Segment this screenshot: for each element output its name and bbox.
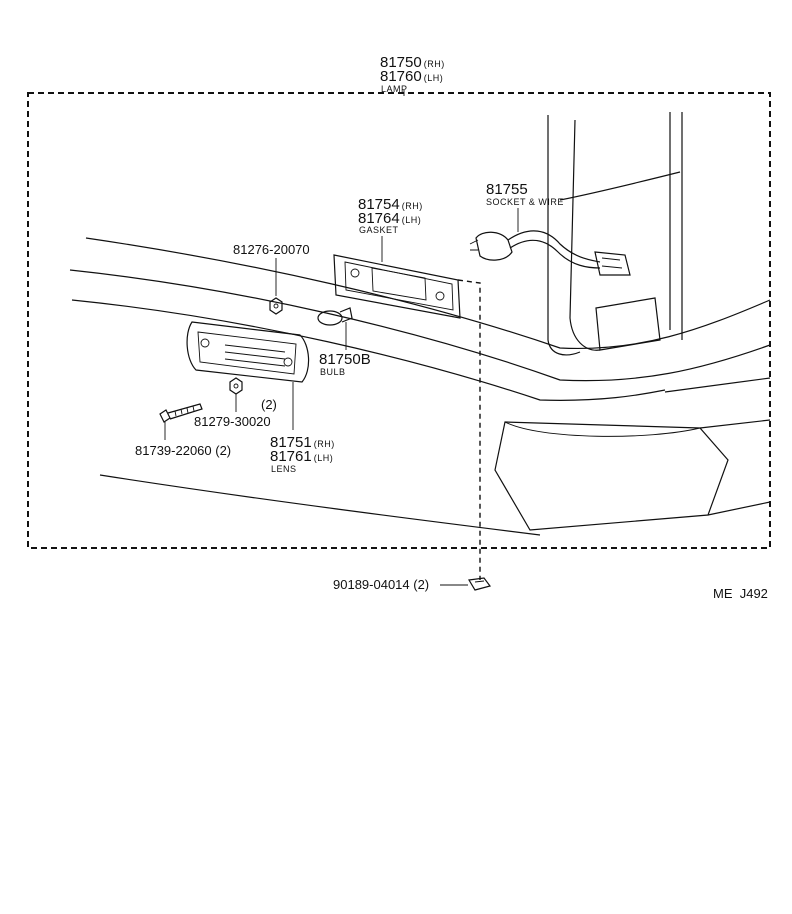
gasket-tag-lh: (LH) (402, 215, 422, 225)
lens-part (186, 321, 310, 430)
lens-part-lh: 81761 (270, 448, 312, 465)
nut-top-part (269, 258, 283, 315)
gasket-name: GASKET (359, 225, 399, 235)
lamp-tag-rh: (RH) (424, 59, 445, 69)
lens-name: LENS (271, 464, 297, 474)
bulb-part (317, 307, 353, 350)
lamp-name: LAMP (381, 84, 408, 94)
label-nut-lower: (2) 81279-30020 (194, 397, 277, 429)
svg-text:81751(RH): 81751(RH) (270, 434, 335, 451)
label-gasket: 81754(RH) 81764(LH) GASKET (358, 196, 423, 235)
gasket-part (333, 236, 461, 319)
lamp-assembly-boundary (27, 92, 771, 549)
lens-tag-rh: (RH) (314, 439, 335, 449)
bulb-name: BULB (320, 367, 346, 377)
gasket-part-lh: 81764 (358, 210, 400, 227)
nut-lower-qty: (2) (261, 397, 277, 412)
lamp-tag-lh: (LH) (424, 73, 444, 83)
socket-name: SOCKET & WIRE (486, 197, 564, 207)
svg-text:81750(RH): 81750(RH) (380, 54, 445, 71)
socket-part: 81755 (486, 181, 528, 198)
gasket-part-rh: 81754 (358, 196, 400, 213)
svg-text:81764(LH): 81764(LH) (358, 210, 421, 227)
lamp-part-lh: 81760 (380, 68, 422, 85)
screw-part (159, 403, 203, 440)
svg-text:81754(RH): 81754(RH) (358, 196, 423, 213)
bulb-part-number: 81750B (319, 351, 371, 368)
clip-install-line (457, 279, 481, 580)
lens-part-rh: 81751 (270, 434, 312, 451)
label-bulb: 81750B BULB (319, 351, 371, 377)
label-socket: 81755 SOCKET & WIRE (486, 181, 564, 207)
label-clip: 90189-04014 (2) (333, 577, 429, 592)
gasket-tag-rh: (RH) (402, 201, 423, 211)
nut-lower-part-number: 81279-30020 (194, 414, 271, 429)
vehicle-body (69, 112, 771, 536)
label-nut-top: 81276-20070 (233, 242, 310, 257)
clip-part (440, 577, 492, 591)
diagram-code: ME J492 (713, 586, 768, 601)
label-screw: 81739-22060 (2) (135, 443, 231, 458)
lens-tag-lh: (LH) (314, 453, 334, 463)
svg-text:81761(LH): 81761(LH) (270, 448, 333, 465)
nut-lower-part (229, 377, 243, 412)
label-lens: 81751(RH) 81761(LH) LENS (270, 434, 335, 474)
socket-wire-part (469, 208, 631, 276)
label-lamp: 81750(RH) 81760(LH) LAMP (380, 54, 445, 94)
svg-text:81760(LH): 81760(LH) (380, 68, 443, 85)
bumper (494, 377, 771, 531)
lamp-part-rh: 81750 (380, 54, 422, 71)
